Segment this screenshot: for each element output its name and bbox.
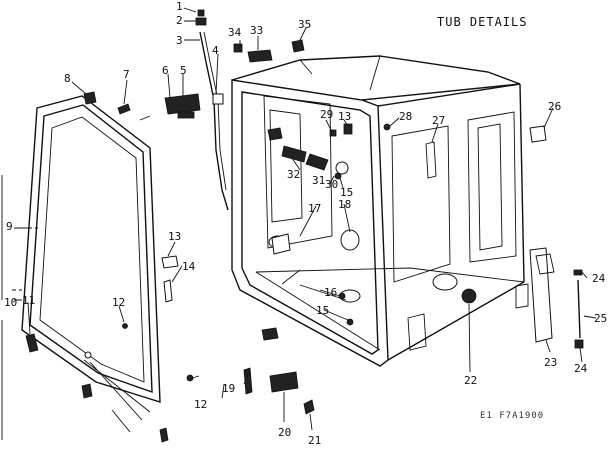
callout-13: 13 [168,230,181,243]
callout-9: 9 [6,220,13,233]
callout-5: 5 [180,64,187,77]
callout-7: 7 [123,68,130,81]
callout-10: 10 [4,296,17,309]
callout-25: 25 [594,312,607,325]
callout-19: 19 [222,382,235,395]
callout-22: 22 [464,374,477,387]
callout-20: 20 [278,426,291,439]
callout-4: 4 [212,44,219,57]
callout-32: 32 [287,168,300,181]
callout-3: 3 [176,34,183,47]
callout-13-upper: 13 [338,110,351,123]
callout-16: 16 [324,286,337,299]
leader-lines [14,7,597,431]
callout-33: 33 [250,24,263,37]
callout-15-lower: 15 [316,304,329,317]
callout-24-lower: 24 [574,362,588,375]
callout-17: 17 [308,202,321,215]
callout-1: 1 [176,0,183,13]
callout-labels: 1 2 3 4 5 6 7 8 9 10 11 12 12 13 14 15 1… [4,0,607,447]
callout-24: 24 [592,272,606,285]
callout-27: 27 [432,114,445,127]
callout-6: 6 [162,64,169,77]
callout-8: 8 [64,72,71,85]
callout-26: 26 [548,100,561,113]
callout-21: 21 [308,434,321,447]
diagram-title: TUB DETAILS [437,15,527,29]
callout-2: 2 [176,14,183,27]
callout-11: 11 [22,294,35,307]
callout-14: 14 [182,260,196,273]
callout-18: 18 [338,198,351,211]
tub-body [231,55,529,367]
callout-12: 12 [112,296,125,309]
callout-12-lower: 12 [194,398,207,411]
callout-30: 30 [325,178,338,191]
callout-31: 31 [312,174,325,187]
drawing-code: E1 F7A1900 [480,411,544,421]
parts [25,9,584,443]
door-gasket-frame [21,95,161,433]
callout-23: 23 [544,356,557,369]
callout-15: 15 [340,186,353,199]
callout-28: 28 [399,110,412,123]
callout-35: 35 [298,18,311,31]
callout-34: 34 [228,26,242,39]
callout-29: 29 [320,108,333,121]
